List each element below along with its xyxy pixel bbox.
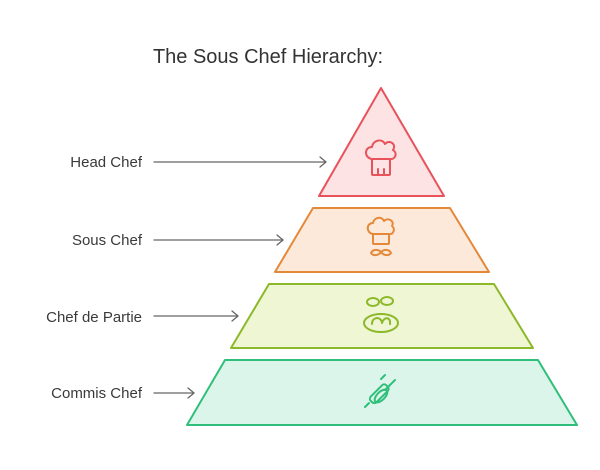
pyramid-level-sous-chef: Sous Chef xyxy=(72,207,490,273)
plated-dish-icon xyxy=(363,296,399,333)
level-label-head-chef: Head Chef xyxy=(70,154,143,171)
arrow-head-chef xyxy=(153,156,327,168)
arrow-sous-chef xyxy=(153,234,284,246)
level-label-chef-de-partie: Chef de Partie xyxy=(46,309,142,326)
pyramid-level-head-chef: Head Chef xyxy=(70,87,445,197)
pyramid-tier-3 xyxy=(230,283,534,349)
pyramid-tier-2 xyxy=(274,207,490,273)
pyramid-tier-1 xyxy=(318,87,445,197)
level-label-sous-chef: Sous Chef xyxy=(72,232,143,249)
chef-hat-mustache-icon xyxy=(366,216,395,257)
rolling-pin-whisk-icon xyxy=(364,374,396,408)
pyramid-level-commis-chef: Commis Chef xyxy=(51,359,578,426)
diagram-title: The Sous Chef Hierarchy: xyxy=(153,46,383,68)
arrow-chef-de-partie xyxy=(153,310,239,322)
pyramid-level-chef-de-partie: Chef de Partie xyxy=(46,283,534,349)
chef-hat-icon xyxy=(365,139,397,176)
level-label-commis-chef: Commis Chef xyxy=(51,385,143,402)
arrow-commis-chef xyxy=(153,387,195,399)
pyramid-tier-4 xyxy=(186,359,578,426)
